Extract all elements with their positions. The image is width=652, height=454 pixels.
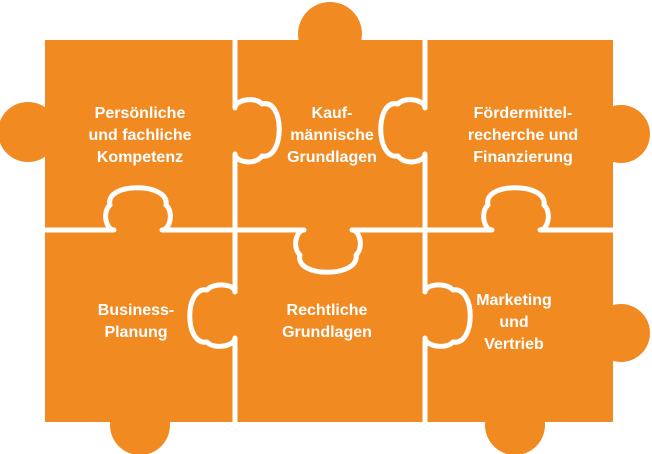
- label-commercial-basics: Kauf- männische Grundlagen: [287, 105, 377, 166]
- label-funding: Fördermittel- recherche und Finanzierung: [467, 105, 579, 166]
- label-personal-competence: Persönliche und fachliche Kompetenz: [88, 105, 192, 166]
- seam-vertical-bottom-right: [422, 227, 473, 425]
- piece-personal-competence: [45, 40, 235, 230]
- piece-funding: [425, 40, 613, 230]
- label-business-planning: Business- Planung: [97, 302, 175, 341]
- piece-marketing: [425, 230, 613, 422]
- seam-vertical-top-left: [232, 37, 282, 233]
- seam-horizontal-middle: [232, 227, 428, 275]
- seam-horizontal-right: [422, 185, 616, 233]
- label-legal-basics: Rechtliche Grundlagen: [282, 302, 372, 341]
- label-marketing: Marketing und Vertrieb: [476, 292, 552, 353]
- puzzle-seams: [42, 37, 616, 425]
- seam-vertical-top-right: [378, 37, 428, 233]
- piece-business-planning: [45, 230, 235, 422]
- piece-commercial-basics: [235, 40, 425, 230]
- seam-vertical-bottom-left: [187, 227, 238, 425]
- seam-horizontal-left: [42, 185, 238, 233]
- piece-legal-basics: [235, 230, 425, 422]
